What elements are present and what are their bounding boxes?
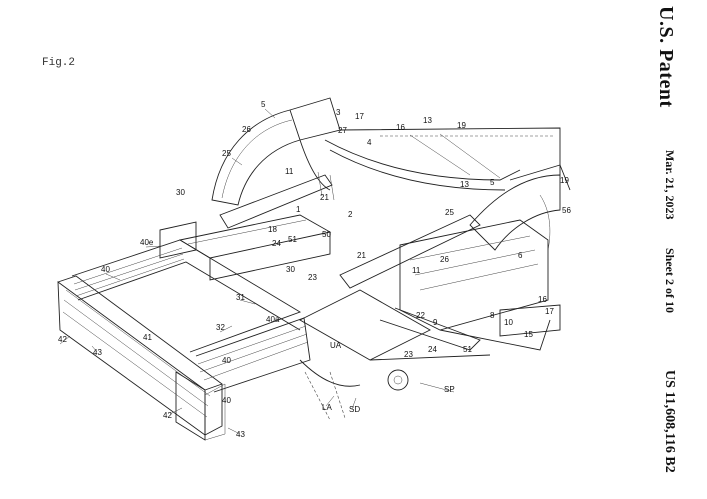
ref-24: 24 (272, 239, 281, 248)
ref-3: 3 (336, 108, 341, 117)
ref-16: 16 (396, 123, 405, 132)
ref-50: 50 (322, 230, 331, 239)
ref-40c: 40 (222, 356, 231, 365)
ref-19: 19 (457, 121, 466, 130)
ref-LA: LA (322, 403, 332, 412)
ref-32: 32 (216, 323, 225, 332)
sheet-number: Sheet 2 of 10 (663, 248, 677, 313)
ref-51: 51 (288, 235, 297, 244)
ref-SD: SD (349, 405, 360, 414)
ref-8: 8 (490, 311, 495, 320)
ref-51b: 51 (463, 345, 472, 354)
ref-13: 13 (423, 116, 432, 125)
ref-56: 56 (562, 206, 571, 215)
ref-2: 2 (348, 210, 353, 219)
suspension-tower-right (469, 164, 571, 251)
ref-42: 42 (58, 335, 67, 344)
ref-11b: 11 (412, 266, 421, 275)
ref-17: 17 (355, 112, 364, 121)
ref-18: 18 (268, 225, 277, 234)
ref-24b: 24 (428, 345, 437, 354)
ref-30b: 30 (286, 265, 295, 274)
ref-31: 31 (236, 293, 245, 302)
leader-lines (59, 108, 455, 435)
rear-frame-members (379, 219, 561, 351)
ref-30: 30 (176, 188, 185, 197)
ref-40d: 40 (222, 396, 231, 405)
ref-40e: 40e (140, 238, 154, 247)
cowl-structure (324, 127, 561, 191)
ref-16b: 16 (538, 295, 547, 304)
ref-40a: 40a (266, 315, 280, 324)
ref-19b: 19 (560, 176, 569, 185)
ref-23b: 23 (404, 350, 413, 359)
ref-13b: 13 (460, 180, 469, 189)
ref-43: 43 (93, 348, 102, 357)
ref-26: 26 (242, 125, 251, 134)
diagonal-braces (219, 171, 481, 289)
ref-SP: SP (444, 385, 455, 394)
ref-11: 11 (285, 167, 294, 176)
bumper-plate-lower (175, 371, 226, 441)
ref-27: 27 (338, 126, 347, 135)
ref-9: 9 (433, 318, 438, 327)
ref-UA: UA (330, 341, 342, 350)
ref-42b: 42 (163, 411, 172, 420)
ref-40: 40 (101, 265, 110, 274)
publication-date: Mar. 21, 2023 (663, 150, 677, 220)
ref-17b: 17 (545, 307, 554, 316)
ref-25: 25 (222, 149, 231, 158)
front-side-frames (71, 221, 311, 393)
publication-title: U.S. Patent (655, 6, 677, 108)
vehicle-frame-drawing: 5 3 17 26 27 4 16 13 19 25 11 13 5 19 30… (57, 97, 571, 441)
ref-5: 5 (261, 100, 266, 109)
ref-10: 10 (504, 318, 513, 327)
cross-member (178, 214, 332, 281)
ref-21: 21 (320, 193, 329, 202)
suspension-tower-left (211, 97, 341, 206)
ref-43b: 43 (236, 430, 245, 439)
ref-15: 15 (524, 330, 533, 339)
figure-label: Fig.2 (42, 57, 76, 69)
ref-5b: 5 (490, 178, 495, 187)
ref-21b: 21 (357, 251, 366, 260)
ref-22: 22 (416, 311, 425, 320)
ref-23: 23 (308, 273, 317, 282)
patent-number: US 11,608,116 B2 (662, 370, 677, 473)
patent-header-rail: U.S. Patent Mar. 21, 2023 Sheet 2 of 10 … (647, 0, 707, 499)
ref-41: 41 (143, 333, 152, 342)
subframe (299, 289, 491, 421)
ref-6: 6 (518, 251, 523, 260)
ref-26b: 26 (440, 255, 449, 264)
ref-25b: 25 (445, 208, 454, 217)
ref-4: 4 (367, 138, 372, 147)
ref-1: 1 (296, 205, 301, 214)
